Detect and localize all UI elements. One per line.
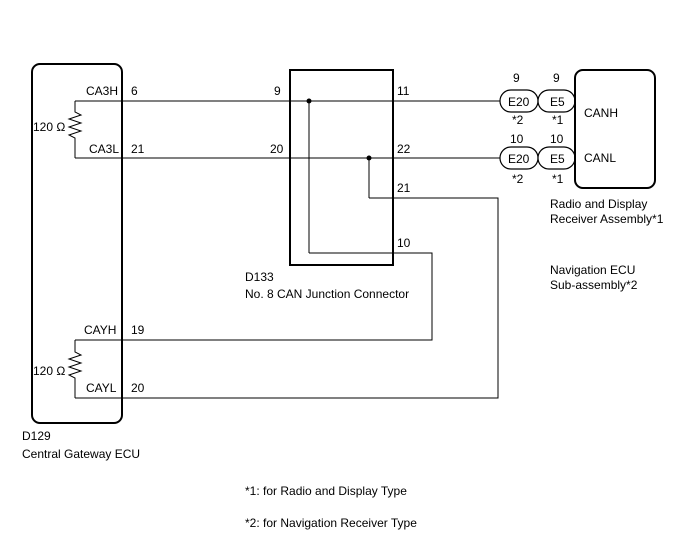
- resistor-bottom-label: 120 Ω: [33, 364, 65, 378]
- footnote-1: *1: for Radio and Display Type: [245, 484, 407, 498]
- connector-upper-left-note: *2: [512, 113, 524, 127]
- gateway-ecu-box: [31, 63, 123, 424]
- junction-pin-21: 21: [397, 181, 411, 195]
- footnote-2: *2: for Navigation Receiver Type: [245, 516, 417, 530]
- pin-num-ca3h: 6: [131, 84, 138, 98]
- junction-pin-11: 11: [397, 84, 410, 98]
- junction-id: D133: [245, 270, 274, 284]
- junction-pin-20: 20: [270, 142, 284, 156]
- junction-name: No. 8 CAN Junction Connector: [245, 287, 409, 301]
- pin-name-cayh: CAYH: [84, 323, 116, 337]
- connector-upper-right-note: *1: [552, 113, 564, 127]
- connector-lower-right-note: *1: [552, 172, 564, 186]
- pin-name-cayl: CAYL: [86, 381, 117, 395]
- pin-num-cayh: 19: [131, 323, 145, 337]
- resistor-bottom: [67, 340, 83, 398]
- wire-cayh: [122, 252, 433, 341]
- connector-lower-right-pin: 10: [550, 132, 564, 146]
- wire-cayl: [122, 197, 499, 399]
- junction-box: [289, 69, 394, 266]
- connector-upper-right-label: E5: [550, 95, 565, 109]
- junction-pin-9: 9: [274, 84, 281, 98]
- receiver-pin-canl: CANL: [584, 151, 616, 165]
- receiver-pin-canh: CANH: [584, 106, 618, 120]
- gateway-id: D129: [22, 429, 51, 443]
- connector-upper-right-pin: 9: [553, 71, 560, 85]
- connector-upper-left-label: E20: [508, 95, 530, 109]
- connector-lower-left-pin: 10: [510, 132, 524, 146]
- navigation-name-line2: Sub-assembly*2: [550, 278, 638, 292]
- connector-lower-right-label: E5: [550, 152, 565, 166]
- pin-num-cayl: 20: [131, 381, 145, 395]
- junction-pin-10: 10: [397, 236, 411, 250]
- pin-name-ca3h: CA3H: [86, 84, 118, 98]
- connector-lower-left-label: E20: [508, 152, 530, 166]
- pin-name-ca3l: CA3L: [89, 142, 119, 156]
- navigation-name-line1: Navigation ECU: [550, 263, 635, 277]
- resistor-top-label: 120 Ω: [33, 120, 65, 134]
- junction-pin-22: 22: [397, 142, 411, 156]
- gateway-name: Central Gateway ECU: [22, 447, 140, 461]
- receiver-name-line2: Receiver Assembly*1: [550, 212, 664, 226]
- pin-num-ca3l: 21: [131, 142, 145, 156]
- connector-lower-left-note: *2: [512, 172, 524, 186]
- receiver-box: [574, 69, 656, 189]
- receiver-name-line1: Radio and Display: [550, 197, 647, 211]
- resistor-top: [67, 101, 83, 158]
- connector-upper-left-pin: 9: [513, 71, 520, 85]
